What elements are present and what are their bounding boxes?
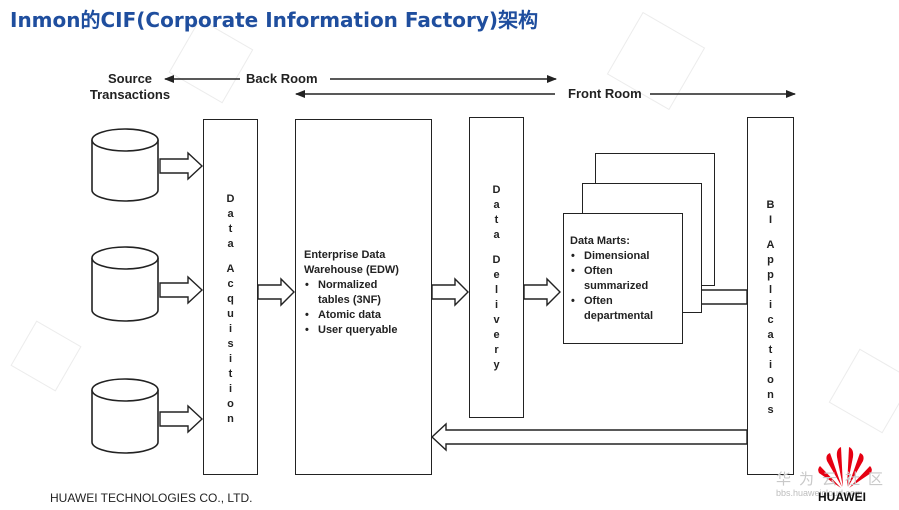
source-transactions-label: Source Transactions (89, 71, 171, 102)
edw-text: Enterprise Data Warehouse (EDW) Normaliz… (304, 248, 429, 338)
flow-arrow-right (257, 277, 295, 307)
source-database-icon (91, 378, 159, 454)
data-marts-text: Data Marts: Dimensional Often summarized… (570, 234, 682, 324)
page-title: Inmon的CIF(Corporate Information Factory)… (10, 8, 539, 32)
flow-arrow-right (159, 404, 204, 434)
flow-arrow-left (430, 422, 748, 452)
front-room-label: Front Room (568, 86, 642, 101)
bi-applications-box (747, 117, 794, 475)
huawei-logo (818, 447, 872, 488)
source-database-icon (91, 128, 159, 202)
data-marts-item: Dimensional (570, 249, 682, 264)
footer-company: HUAWEI TECHNOLOGIES CO., LTD. (50, 491, 253, 505)
flow-arrow-right (431, 277, 469, 307)
data-marts-title: Data Marts: (570, 235, 630, 247)
edw-item: Atomic data (304, 308, 429, 323)
edw-item: User queryable (304, 323, 429, 338)
flow-arrow-right (159, 151, 204, 181)
edw-item: Normalized tables (3NF) (304, 278, 429, 308)
flow-arrow-right (523, 277, 561, 307)
data-marts-item: Often departmental (570, 294, 682, 324)
brand-community-text: 华为云社区 (776, 470, 892, 488)
back-room-label: Back Room (246, 71, 318, 86)
edw-title: Enterprise Data Warehouse (EDW) (304, 249, 399, 276)
data-acquisition-box (203, 119, 258, 475)
brand-name: HUAWEI (818, 490, 866, 504)
data-marts-item: Often summarized (570, 264, 682, 294)
data-delivery-box (469, 117, 524, 418)
brand-url: bbs.huaweicloud.com (776, 488, 863, 498)
source-database-icon (91, 246, 159, 322)
flow-arrow-right (159, 275, 204, 305)
